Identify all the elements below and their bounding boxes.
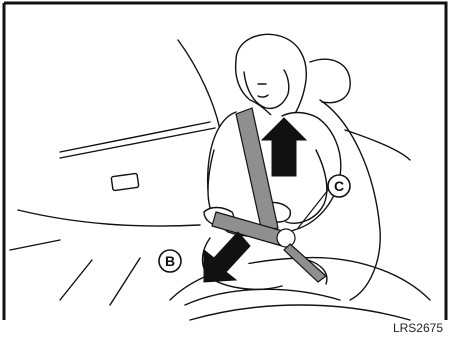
buckle-strap — [284, 244, 326, 282]
figure-code: LRS2675 — [393, 321, 443, 335]
callout-b: B — [159, 250, 181, 272]
callout-b-label: B — [165, 253, 175, 269]
belt-buckle — [277, 229, 295, 247]
callout-c-label: C — [334, 178, 344, 194]
